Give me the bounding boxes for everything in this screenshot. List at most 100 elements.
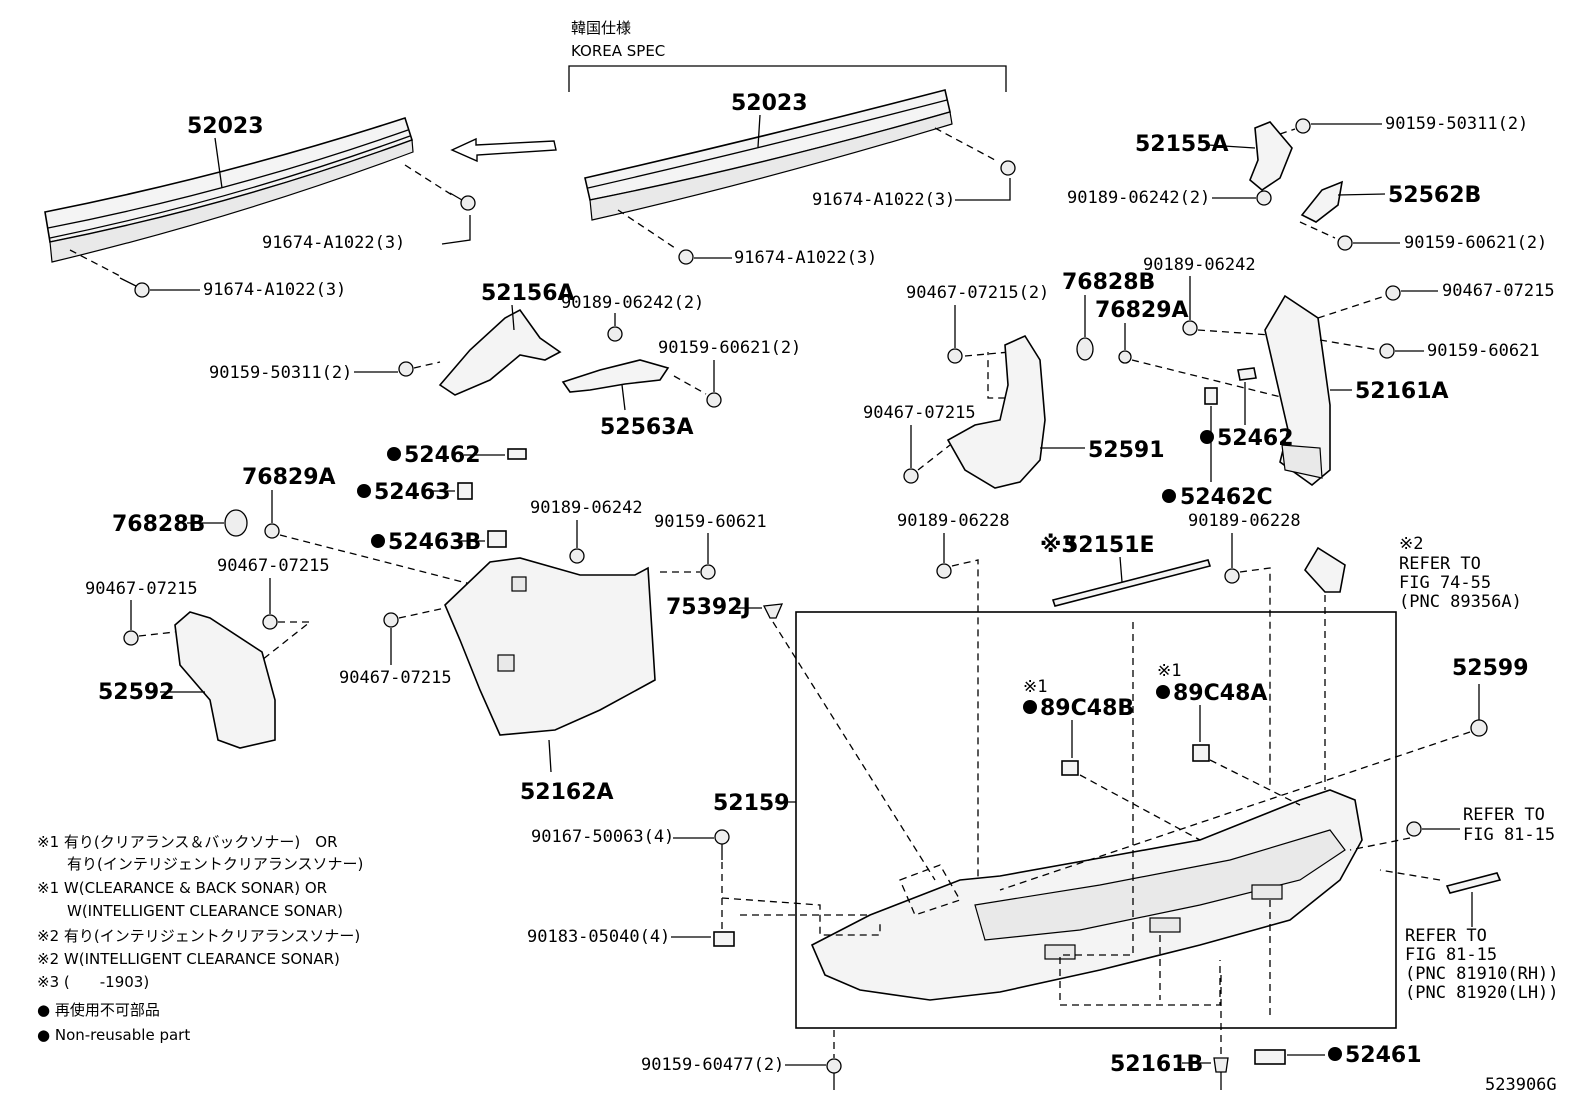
label-52151e: 52151E	[1063, 533, 1155, 558]
clip-52161b[interactable]: 52161B	[1110, 975, 1229, 1090]
label-bolt-korea-left: 91674-A1022(3)	[734, 248, 877, 268]
bumper-group-box	[795, 611, 1397, 1029]
diagram-id: 523906G	[1485, 1075, 1557, 1095]
part-52463[interactable]: 52463	[357, 480, 473, 505]
label-90189-06228-right: 90189-06228	[1188, 511, 1301, 531]
korea-spec-header: 韓国仕様 KOREA SPEC	[568, 19, 1007, 92]
part-76828b-left[interactable]: 76828B	[112, 509, 248, 537]
note-line-8: ● 再使用不可部品	[37, 1001, 160, 1019]
label-52599: 52599	[1452, 656, 1529, 681]
label-89c48b-mark: ※1	[1023, 677, 1047, 697]
reinforcement-left[interactable]: 52023	[44, 114, 414, 263]
bolt-korea-right[interactable]: 91674-A1022(3)	[812, 127, 1016, 210]
screw-90159-60621-middle[interactable]: 90159-60621	[654, 512, 767, 580]
korea-spec-en: KOREA SPEC	[571, 42, 665, 60]
note-line-3: ※1 W(CLEARANCE & BACK SONAR) OR	[37, 879, 327, 897]
clip-90189-06228-right[interactable]: 90189-06228	[1188, 511, 1301, 790]
clip-90467-07215-middle[interactable]: 90467-07215	[339, 607, 452, 688]
label-90159-50311-right: 90159-50311(2)	[1385, 114, 1528, 134]
clip-90189-06242-middle[interactable]: 90189-06242	[530, 498, 643, 564]
clip-90467-07215-left1[interactable]: 90467-07215	[85, 579, 198, 646]
molding-52151e[interactable]: ※3 52151E	[1040, 533, 1212, 607]
label-52161b: 52161B	[1110, 1052, 1203, 1077]
part-52162a[interactable]: 52162A	[444, 557, 656, 805]
part-52155a[interactable]: 52155A	[1135, 121, 1293, 191]
clip-90467-07215-center[interactable]: 90467-07215	[863, 403, 976, 484]
part-52591[interactable]: 52591	[946, 334, 1165, 489]
label-90467-07215-left2: 90467-07215	[217, 556, 330, 576]
label-76828b-left: 76828B	[112, 512, 205, 537]
refer-81-15-b-line3: (PNC 81910(RH))	[1405, 964, 1559, 984]
clip-90467-07215-left2[interactable]: 90467-07215	[217, 556, 330, 661]
screw-90167-50063[interactable]: 90167-50063(4)	[531, 827, 730, 930]
label-90467-07215-left1: 90467-07215	[85, 579, 198, 599]
label-90467-07215-c2: 90467-07215(2)	[906, 283, 1049, 303]
nut-90183-05040[interactable]: 90183-05040(4)	[527, 927, 735, 947]
note-line-9: ● Non-reusable part	[37, 1026, 190, 1044]
part-52156a[interactable]: 52156A	[438, 281, 575, 396]
refer-81-15-b-line2: FIG 81-15	[1405, 945, 1497, 965]
label-52462c: 52462C	[1180, 485, 1273, 510]
bolt-korea-left[interactable]: 91674-A1022(3)	[617, 209, 877, 268]
refer-74-55-line1: ※2	[1399, 534, 1423, 554]
screw-90159-50311-left[interactable]: 90159-50311(2)	[209, 361, 441, 383]
part-52563a[interactable]: 52563A	[561, 359, 694, 440]
clip-refer-81-15-a[interactable]: REFER TO FIG 81-15	[1349, 805, 1555, 851]
reinforcement-korea[interactable]: 52023	[584, 89, 953, 221]
bumper-cover-52159[interactable]	[810, 789, 1363, 1001]
sensor-retainer-89c48a[interactable]: ※1 89C48A	[1156, 661, 1301, 806]
reflector-refer-81-15-b[interactable]: REFER TO FIG 81-15 (PNC 81910(RH)) (PNC …	[1379, 869, 1559, 1003]
note-line-4: W(INTELLIGENT CLEARANCE SONAR)	[37, 902, 343, 920]
refer-81-15-a-line2: FIG 81-15	[1463, 825, 1555, 845]
part-52463b[interactable]: 52463B	[371, 530, 507, 555]
korea-spec-jp: 韓国仕様	[571, 19, 631, 37]
screw-90159-60477[interactable]: 90159-60477(2)	[641, 1030, 842, 1090]
label-89c48a: 89C48A	[1173, 681, 1267, 706]
clip-90467-07215-c2[interactable]: 90467-07215(2)	[906, 283, 1049, 399]
bolt-left-upper[interactable]: 91674-A1022(3)	[262, 164, 476, 253]
part-52462-left[interactable]: 52462	[387, 443, 527, 468]
label-90183-05040: 90183-05040(4)	[527, 927, 670, 947]
part-52562b[interactable]: 52562B	[1300, 180, 1481, 223]
label-90159-60621-right: 90159-60621	[1427, 341, 1540, 361]
bumper-guide-lines	[1059, 622, 1221, 1006]
clip-90467-07215-right[interactable]: 90467-07215	[1317, 281, 1555, 319]
label-52462-right: 52462	[1217, 426, 1294, 451]
part-52461[interactable]: 52461	[1254, 1043, 1422, 1068]
label-76829a-left: 76829A	[242, 465, 336, 490]
screw-52599[interactable]: 52599	[999, 656, 1529, 891]
bolt-left-lower[interactable]: 91674-A1022(3)	[69, 249, 346, 300]
screw-90159-60621-right2[interactable]: 90159-60621(2)	[1299, 221, 1547, 253]
label-90467-07215-middle: 90467-07215	[339, 668, 452, 688]
label-90189-06242-right: 90189-06242(2)	[1067, 188, 1210, 208]
label-90189-06242-left: 90189-06242(2)	[561, 293, 704, 313]
clip-90189-06228-left[interactable]: 90189-06228	[897, 511, 1010, 880]
label-90167-50063: 90167-50063(4)	[531, 827, 674, 847]
label-bolt-left-lower: 91674-A1022(3)	[203, 280, 346, 300]
label-90159-60621-left2: 90159-60621(2)	[658, 338, 801, 358]
screw-90159-60621-left2[interactable]: 90159-60621(2)	[658, 338, 801, 408]
note-line-1: ※1 有り(クリアランス＆バックソナー) OR	[37, 833, 338, 851]
label-52463b: 52463B	[388, 530, 481, 555]
part-52462c[interactable]: 52462C	[1162, 406, 1273, 510]
screw-90159-50311-right[interactable]: 90159-50311(2)	[1279, 114, 1528, 135]
part-76829a-center[interactable]: 76829A	[1095, 298, 1286, 399]
part-76828b-center[interactable]: 76828B	[1062, 270, 1155, 361]
label-bolt-left-upper: 91674-A1022(3)	[262, 233, 405, 253]
note-line-2: 有り(インテリジェントクリアランスソナー)	[37, 855, 363, 873]
sensor-retainer-89c48b[interactable]: ※1 89C48B	[1023, 677, 1201, 841]
label-52156a: 52156A	[481, 281, 575, 306]
part-52161a[interactable]: 52161A	[1264, 294, 1449, 487]
cover-refer-74-55[interactable]: ※2 REFER TO FIG 74-55 (PNC 89356A)	[1304, 534, 1522, 790]
label-90159-60621-middle: 90159-60621	[654, 512, 767, 532]
refer-81-15-b-line4: (PNC 81920(LH))	[1405, 983, 1559, 1003]
part-52592[interactable]: 52592	[98, 611, 276, 749]
clip-90189-06242-left[interactable]: 90189-06242(2)	[561, 293, 704, 342]
screw-90159-60621-right[interactable]: 90159-60621	[1319, 339, 1540, 361]
clip-90189-06242-right[interactable]: 90189-06242(2)	[1067, 188, 1272, 208]
label-52591: 52591	[1088, 438, 1165, 463]
clip-75392j[interactable]: 75392J	[666, 595, 936, 881]
label-52159: 52159	[713, 791, 790, 816]
clip-90189-06242-center[interactable]: 90189-06242	[1143, 255, 1286, 337]
